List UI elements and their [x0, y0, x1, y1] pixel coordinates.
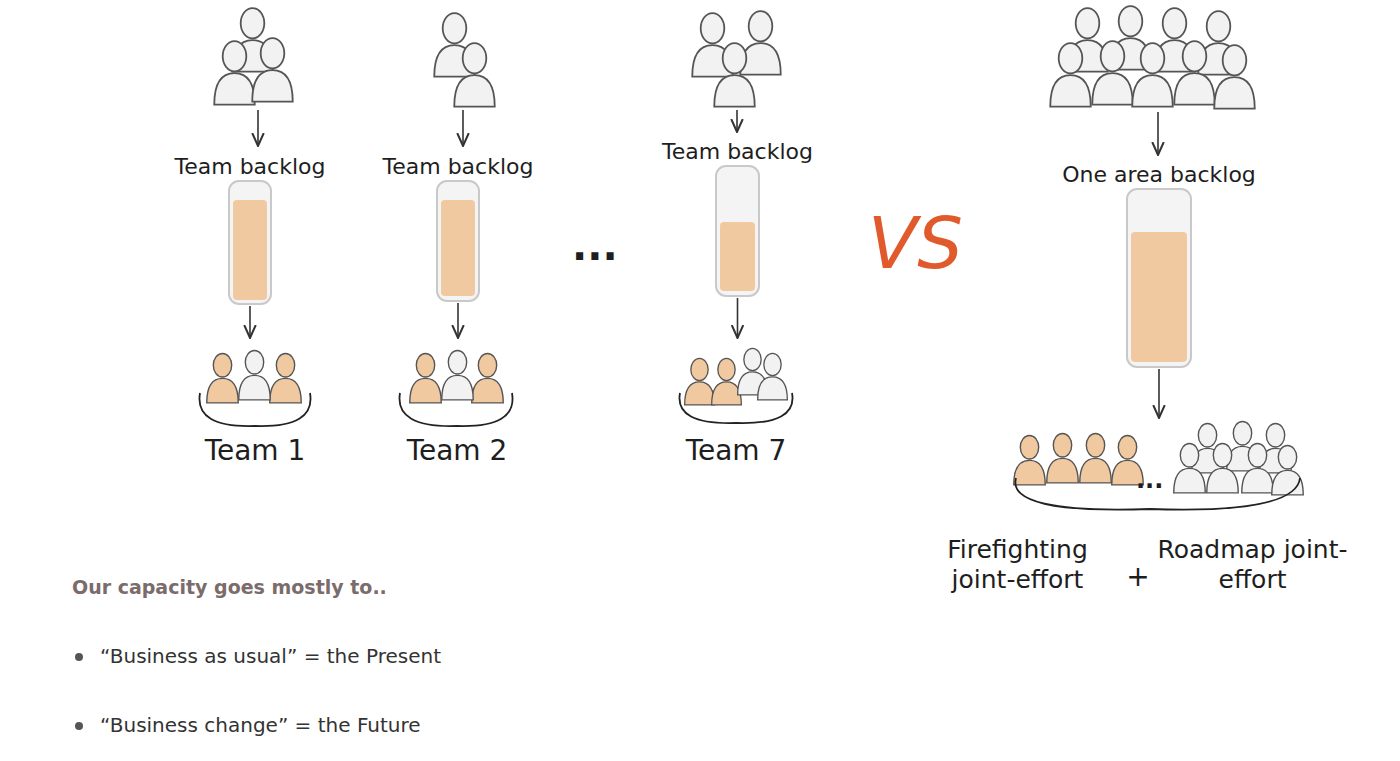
person-icon — [740, 11, 781, 75]
person-icon — [714, 43, 755, 107]
backlog-heading: Team backlog — [383, 154, 534, 180]
backlog-fill — [233, 200, 267, 300]
bullet — [75, 653, 83, 661]
bullet-text: “Business as usual” = the Present — [100, 644, 441, 668]
team-group: Firefighting joint-effort+Roadmap joint-… — [915, 420, 1355, 620]
person-icon — [1242, 443, 1274, 492]
ellipsis: ... — [1136, 466, 1163, 495]
person-icon — [1207, 443, 1239, 492]
team-outline — [199, 393, 310, 426]
tube-interior — [229, 181, 271, 304]
team-outline — [679, 393, 792, 423]
person-icon — [454, 43, 495, 107]
ellipsis: ... — [572, 222, 618, 270]
person-icon — [214, 41, 255, 105]
person-icon — [685, 358, 715, 405]
versus-mark: VS — [868, 200, 963, 286]
tube-interior — [716, 166, 759, 296]
backlog-heading: One area backlog — [1062, 162, 1256, 188]
team-group: Team 7 — [676, 340, 796, 468]
flow-arrow — [737, 298, 739, 338]
tube-interior — [1127, 189, 1191, 367]
team-members — [207, 348, 1304, 495]
request-arrow — [257, 110, 259, 146]
person-icon — [758, 353, 788, 400]
request-arrow — [1157, 112, 1159, 155]
team-group: Team 2 — [397, 340, 517, 468]
team-outline — [1015, 478, 1300, 510]
person-icon — [1174, 41, 1215, 105]
person-icon — [472, 353, 504, 402]
person-icon — [442, 350, 474, 399]
team-name: Team 1 — [195, 434, 315, 468]
person-icon — [712, 358, 742, 405]
person-icon — [410, 353, 442, 402]
backlog-fill — [441, 200, 475, 296]
backlog-heading: Team backlog — [662, 139, 813, 165]
backlog-tube: Team backlog — [228, 180, 272, 305]
team-name: Team 2 — [397, 434, 517, 468]
team-outline — [399, 393, 512, 426]
bullet — [75, 722, 83, 730]
section-heading: Our capacity goes mostly to.. — [72, 576, 387, 599]
flow-arrow — [1158, 369, 1160, 418]
effort-label: Firefighting joint-effort — [915, 535, 1120, 595]
team-name: Team 7 — [676, 434, 796, 468]
backlog-heading: Team backlog — [175, 154, 326, 180]
person-icon — [1014, 435, 1046, 484]
backlog-tube: Team backlog — [715, 165, 760, 297]
team-group: Team 1 — [195, 340, 315, 468]
person-icon — [1272, 445, 1304, 494]
stakeholders — [214, 6, 1255, 109]
person-icon — [252, 38, 293, 102]
request-arrow — [462, 110, 464, 146]
person-icon — [1050, 43, 1091, 107]
person-icon — [239, 350, 271, 399]
person-icon — [1047, 433, 1079, 482]
team-outlines — [199, 393, 1300, 510]
backlog-fills — [229, 166, 1191, 367]
effort-label: Roadmap joint-effort — [1155, 535, 1350, 595]
person-icon — [270, 353, 302, 402]
flow-arrow — [457, 303, 459, 338]
bullet-text: “Business change” = the Future — [100, 713, 421, 737]
person-icon — [207, 353, 239, 402]
person-icon — [1174, 443, 1206, 492]
backlog-fill — [720, 222, 755, 291]
backlog-fill — [1131, 232, 1187, 362]
flow-arrow — [249, 306, 251, 338]
tube-interior — [437, 181, 479, 301]
person-icon — [1112, 435, 1144, 484]
person-icon — [1214, 45, 1255, 109]
person-icon — [1132, 43, 1173, 107]
backlog-tube: Team backlog — [436, 180, 480, 302]
plus-sign: + — [1123, 560, 1153, 594]
backlog-tube: One area backlog — [1126, 188, 1192, 368]
person-icon — [1080, 433, 1112, 482]
request-arrow — [736, 110, 738, 132]
person-icon — [1092, 41, 1133, 105]
